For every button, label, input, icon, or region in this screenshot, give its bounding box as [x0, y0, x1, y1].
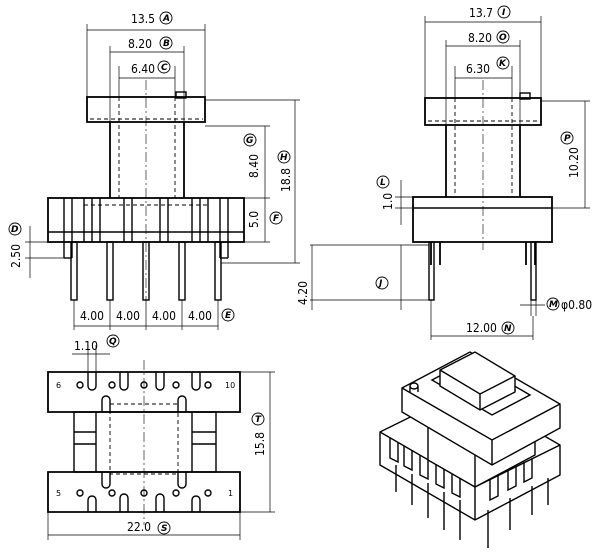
dim-o-label: O — [499, 33, 507, 43]
dim-h-badge — [277, 150, 291, 164]
dim-p-label: P — [564, 134, 571, 144]
dim-c-value: 6.40 — [131, 62, 155, 76]
pitch-2: 4.00 — [116, 309, 140, 323]
side-base — [412, 196, 553, 243]
dim-d-badge — [8, 222, 22, 236]
dim-j-badge — [375, 276, 389, 290]
dim-b-label: B — [163, 39, 170, 49]
pitch-1: 4.00 — [80, 309, 104, 323]
dim-q-label: Q — [109, 337, 117, 347]
dim-s-value: 22.0 — [127, 520, 151, 534]
pin-10: 10 — [225, 381, 235, 390]
dim-q-badge — [106, 334, 120, 348]
dim-f-badge — [269, 211, 283, 225]
dim-t-label: T — [255, 415, 262, 425]
dim-m-value: φ0.80 — [561, 298, 592, 312]
front-view: 13.5 A 8.20 B 6.40 C 8.40 G 18.8 H 5.0 F… — [8, 11, 300, 330]
dim-n-badge — [501, 321, 515, 335]
dim-t-value: 15.8 — [253, 432, 267, 456]
dim-l-badge — [376, 175, 390, 189]
dim-a-badge — [159, 11, 173, 25]
dim-k-value: 6.30 — [466, 62, 490, 76]
pitch-3: 4.00 — [152, 309, 176, 323]
dim-n-value: 12.00 — [466, 321, 497, 335]
dim-i-badge — [497, 5, 511, 19]
dim-m-label: M — [549, 300, 558, 310]
dim-n-label: N — [504, 324, 512, 334]
dim-s-label: S — [161, 524, 167, 534]
dim-g-label: G — [246, 136, 253, 146]
dim-e-badge — [221, 308, 235, 322]
dim-d-label: D — [11, 225, 19, 235]
dim-b-badge — [159, 36, 173, 50]
dim-h-label: H — [280, 153, 288, 163]
dim-i-label: I — [502, 8, 506, 18]
dim-t-badge — [251, 412, 265, 426]
dim-h-value: 18.8 — [279, 168, 293, 192]
dim-o-value: 8.20 — [468, 31, 492, 45]
dim-g-value: 8.40 — [247, 154, 261, 178]
dim-l-value: 1.0 — [381, 193, 395, 210]
pin-5: 5 — [56, 489, 61, 498]
dim-m-badge — [546, 297, 560, 311]
dim-a-label: A — [162, 14, 170, 24]
dim-a-value: 13.5 — [131, 12, 155, 26]
pitch-4: 4.00 — [188, 309, 212, 323]
dim-j-value: 4.20 — [296, 281, 310, 305]
dim-p-badge — [560, 131, 574, 145]
side-view: 13.7 I 8.20 O 6.30 K 10.20 P 1.0 L 4.20 … — [296, 5, 592, 340]
dim-j-label: J — [377, 279, 383, 289]
dim-k-badge — [496, 56, 510, 70]
dim-e-label: E — [225, 311, 232, 321]
dim-c-badge — [157, 60, 171, 74]
dim-f-value: 5.0 — [247, 211, 261, 228]
dim-c-label: C — [161, 63, 168, 73]
dim-k-label: K — [499, 59, 507, 69]
pin-6: 6 — [56, 381, 61, 390]
dim-s-badge — [157, 521, 171, 535]
dim-q-value: 1.10 — [74, 339, 98, 353]
isometric-view — [379, 351, 561, 548]
dim-g-badge — [243, 133, 257, 147]
bottom-top-flange — [47, 371, 241, 413]
dim-o-badge — [496, 30, 510, 44]
bottom-view: 6 10 5 1 1.10 Q 15.8 T 22.0 S — [47, 334, 275, 540]
dim-d-value: 2.50 — [9, 244, 23, 268]
dim-f-label: F — [273, 214, 280, 224]
dim-p-value: 10.20 — [567, 147, 581, 178]
dim-i-value: 13.7 — [469, 6, 493, 20]
pin-1: 1 — [228, 489, 233, 498]
dim-b-value: 8.20 — [128, 37, 152, 51]
dim-l-label: L — [380, 178, 386, 188]
